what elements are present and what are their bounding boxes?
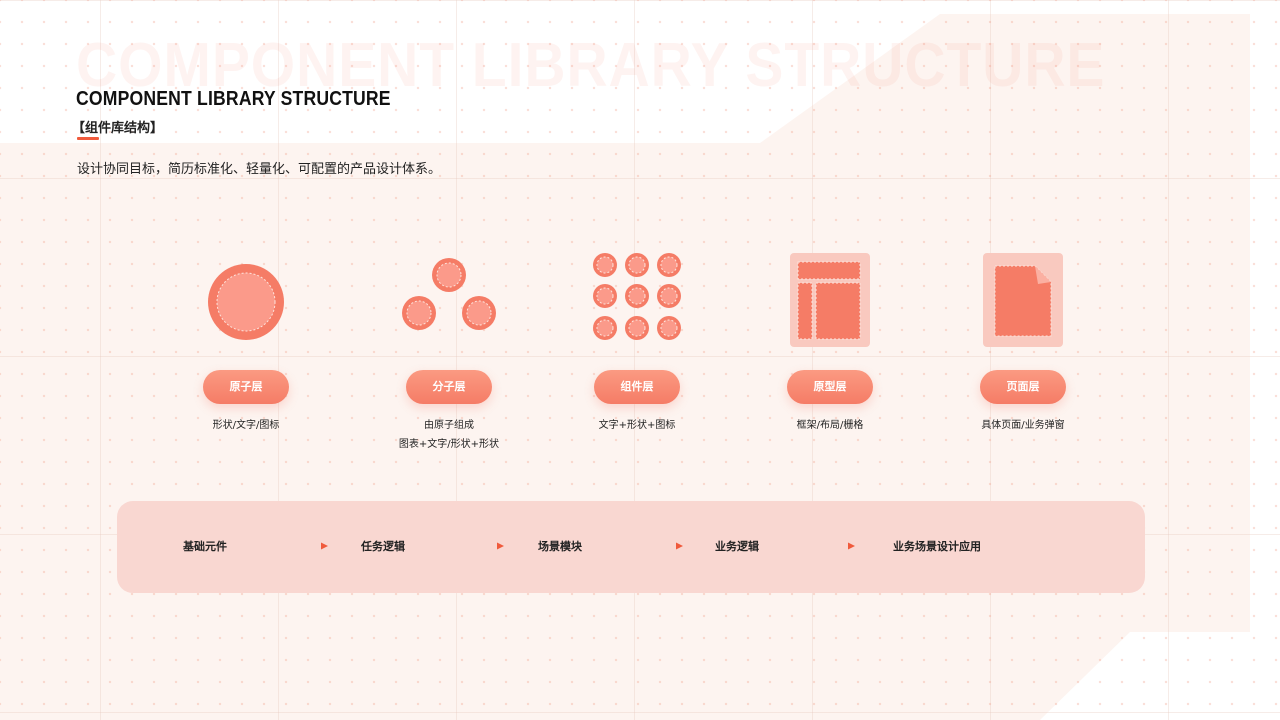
layer-page: 页面层 具体页面/业务弹窗 [943,250,1103,435]
prototype-layout-icon [750,250,910,354]
layer-description: 由原子组成 图表+文字/形状+形状 [398,420,500,450]
title-accent-bar [77,137,99,140]
arrow-right-icon [263,542,328,550]
page-title: COMPONENT LIBRARY STRUCTURE [76,88,391,110]
page-document-icon [943,250,1103,354]
page-description: 设计协同目标，简历标准化、轻量化、可配置的产品设计体系。 [77,162,442,177]
layer-description: 框架/布局/栅格 [796,420,864,431]
flow-step: 场景模块 [538,540,582,553]
arrow-right-icon [439,542,504,550]
arrow-right-icon [618,542,683,550]
layer-molecule: 分子层 由原子组成 图表+文字/形状+形状 [369,250,529,454]
layer-button-page[interactable]: 页面层 [980,370,1066,404]
flow-step: 任务逻辑 [361,540,405,553]
watermark-title: COMPONENT LIBRARY STRUCTURE [76,31,1106,100]
layer-button-atom[interactable]: 原子层 [203,370,289,404]
layer-description: 具体页面/业务弹窗 [981,420,1065,431]
flow-step: 业务场景设计应用 [893,540,981,553]
arrow-right-icon [790,542,855,550]
molecule-circles-icon [369,250,529,354]
flow-step: 业务逻辑 [715,540,759,553]
page-subtitle: 【组件库结构】 [72,121,164,136]
atom-circle-icon [166,250,326,354]
layer-button-prototype[interactable]: 原型层 [787,370,873,404]
layer-description: 文字+形状+图标 [598,420,676,431]
flow-bar: 基础元件 任务逻辑 场景模块 业务逻辑 业务场景设计应用 [117,501,1145,593]
flow-step: 基础元件 [183,540,227,553]
layer-component: 组件层 文字+形状+图标 [557,250,717,435]
component-grid-icon [557,250,717,354]
layer-button-molecule[interactable]: 分子层 [406,370,492,404]
layer-atom: 原子层 形状/文字/图标 [166,250,326,435]
layer-description: 形状/文字/图标 [212,420,280,431]
layer-button-component[interactable]: 组件层 [594,370,680,404]
layer-prototype: 原型层 框架/布局/栅格 [750,250,910,435]
